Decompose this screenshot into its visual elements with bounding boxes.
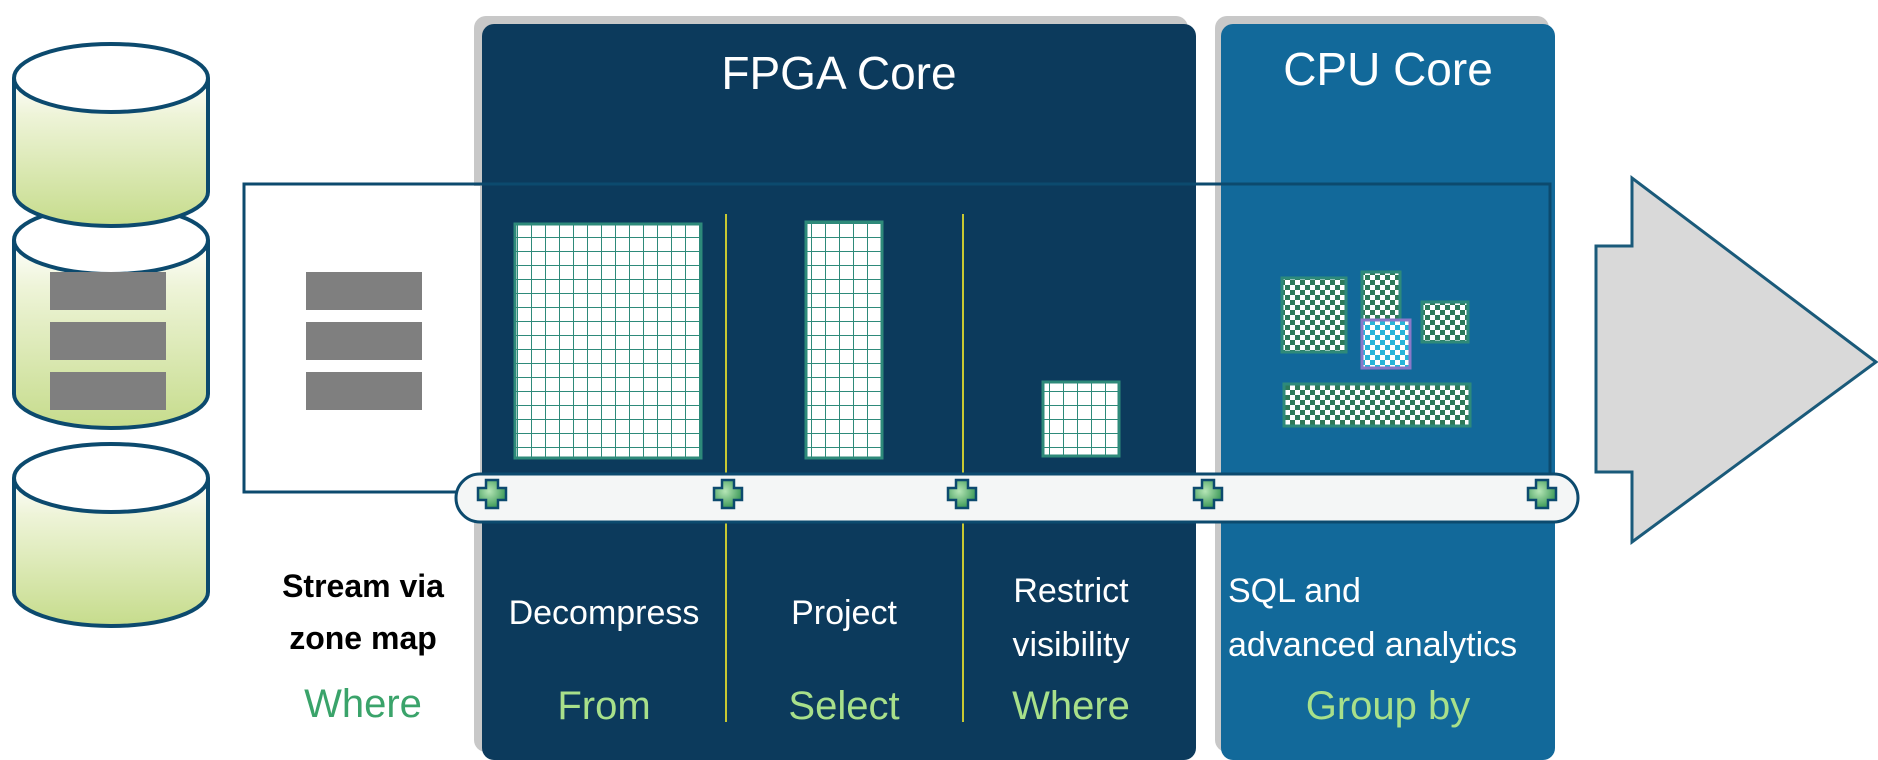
database-cylinder-icon: [12, 204, 210, 430]
analytics-block-icon: [1360, 318, 1412, 370]
pipeline-bar: [454, 472, 1580, 524]
plus-connector-icon: [476, 478, 508, 510]
step-project-label: Project: [791, 594, 897, 632]
data-blocks-icon: [306, 272, 422, 410]
stream-label: Stream via zone map: [282, 568, 444, 656]
clause-where: Where: [1012, 684, 1130, 728]
step-restrict-label: Restrict visibility: [1012, 572, 1130, 664]
cpu-step-label: SQL and advanced analytics: [1228, 572, 1518, 664]
clause-from: From: [557, 684, 651, 728]
clause-group-by: Group by: [1305, 684, 1471, 728]
plus-connector-icon: [1526, 478, 1558, 510]
cpu-core-title: CPU Core: [1283, 43, 1493, 95]
plus-connector-icon: [712, 478, 744, 510]
analytics-block-icon: [1280, 276, 1348, 354]
plus-connector-icon: [946, 478, 978, 510]
analytics-block-icon: [1360, 270, 1402, 326]
stream-clause: Where: [304, 682, 422, 726]
clause-select: Select: [788, 684, 900, 728]
fpga-core-title: FPGA Core: [721, 47, 957, 99]
grid-table-icon: [513, 222, 703, 460]
grid-table-icon: [1041, 380, 1121, 458]
analytics-block-icon: [1282, 382, 1472, 428]
output-arrow-icon: [1594, 174, 1878, 545]
step-decompress-label: Decompress: [508, 594, 700, 632]
grid-table-icon: [804, 220, 884, 460]
database-cylinder-icon: [12, 442, 210, 628]
database-cylinder-icon: [12, 42, 210, 228]
analytics-block-icon: [1420, 300, 1470, 344]
plus-connector-icon: [1192, 478, 1224, 510]
